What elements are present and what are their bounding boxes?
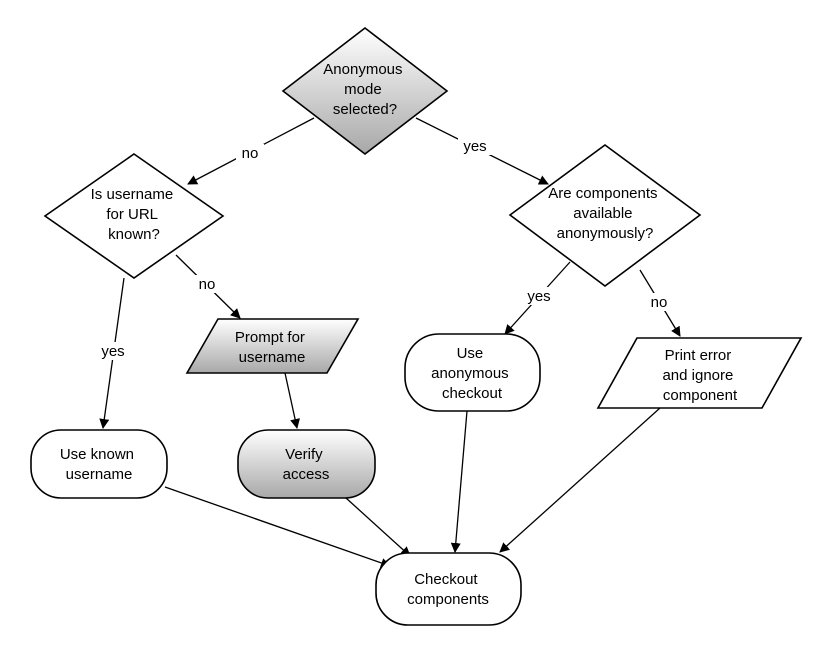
edge-label-avail-yes: yes: [527, 288, 550, 305]
svg-text:Checkout components: Checkout components: [407, 571, 489, 608]
node-line: checkout: [442, 385, 503, 402]
node-line: for URL: [106, 206, 157, 223]
node-line: anonymous: [431, 365, 509, 382]
node-line: Prompt for: [235, 329, 305, 346]
process-use-anonymous: Use anonymous checkout: [404, 333, 541, 412]
io-prompt-username: Prompt for username: [185, 318, 360, 374]
svg-text:Is username for URL: Is username for URL known?: [91, 186, 178, 243]
edge-label-anon-yes: yes: [463, 138, 486, 155]
edge-label-avail-no: no: [651, 294, 668, 311]
svg-text:Anonymous mode sel: Anonymous mode selected?: [323, 61, 406, 118]
node-line: Verify: [285, 446, 323, 463]
node-line: Anonymous: [323, 61, 402, 78]
node-line: selected?: [333, 101, 397, 118]
edge-error-to-checkout: [499, 407, 661, 553]
process-checkout-components: Checkout components: [375, 552, 522, 626]
decision-username-known: Is username for URL known?: [43, 153, 225, 279]
process-verify-access: Verify access: [237, 429, 376, 499]
node-line: and ignore: [662, 367, 733, 384]
svg-text:Prompt for username: Prompt for username: [235, 329, 309, 366]
svg-text:Are components available: Are components available anonymously?: [548, 185, 661, 242]
edge-prompt-to-verify: [284, 372, 300, 429]
process-use-known-username: Use known username: [30, 429, 168, 499]
edge-label-known-no: no: [199, 276, 216, 293]
node-line: mode: [344, 81, 382, 98]
edge-labels: no yes yes no yes no: [96, 137, 673, 360]
node-line: component: [663, 387, 738, 404]
node-line: available: [573, 205, 632, 222]
node-line: Use known: [60, 446, 134, 463]
io-print-error: Print error and ignore component: [596, 337, 803, 409]
edge-verify-to-checkout: [345, 497, 411, 557]
node-line: anonymously?: [557, 225, 654, 242]
node-line: Are components: [548, 185, 657, 202]
edge-label-known-yes: yes: [101, 343, 124, 360]
decision-components-available: Are components available anonymously?: [508, 144, 702, 287]
edge-useknown-to-checkout: [164, 486, 391, 568]
edge-label-anon-no: no: [242, 145, 259, 162]
svg-text:Use known username: Use known username: [60, 446, 138, 483]
node-line: Is username: [91, 186, 174, 203]
node-line: username: [239, 349, 306, 366]
svg-text:Print error and ignore: Print error and ignore component: [662, 347, 737, 404]
node-line: Print error: [665, 347, 732, 364]
svg-text:Use anonymous chec: Use anonymous checkout: [431, 345, 513, 402]
edge-useanon-to-checkout: [450, 410, 468, 553]
node-line: Checkout: [414, 571, 478, 588]
svg-text:Verify access: Verify access: [283, 446, 330, 483]
node-line: access: [283, 466, 330, 483]
decision-anonymous-mode: Anonymous mode selected?: [281, 26, 449, 156]
node-line: username: [66, 466, 133, 483]
node-line: Use: [457, 345, 484, 362]
node-line: components: [407, 591, 489, 608]
node-line: known?: [108, 226, 160, 243]
